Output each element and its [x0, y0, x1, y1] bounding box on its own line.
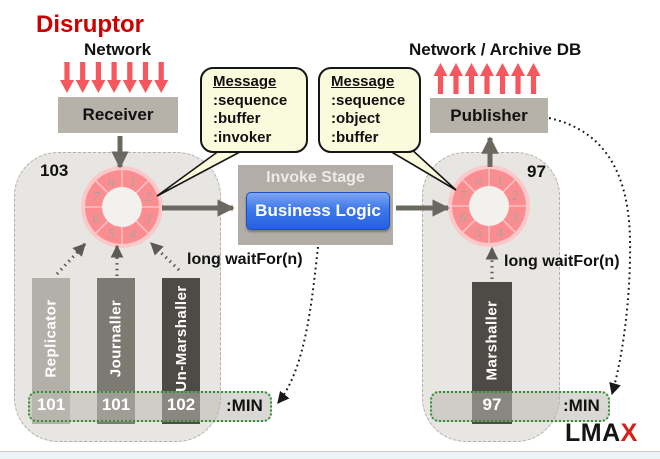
callout-1-title: Message — [213, 73, 277, 90]
left-sequence-counter: 103 — [40, 161, 69, 180]
page-title: Disruptor — [36, 11, 144, 38]
marshaller-sequence: 97 — [482, 395, 502, 414]
lmax-logo-black: LMA — [565, 419, 621, 447]
journaller-sequence: 101 — [101, 395, 131, 414]
network-out-label: Network / Archive DB — [409, 40, 582, 59]
lmax-logo: LMAX — [565, 419, 638, 448]
lmax-logo-x: X — [620, 419, 638, 447]
invoke-stage-label: Invoke Stage — [266, 169, 365, 186]
journaller-label: Journaller — [107, 299, 125, 377]
unmarshaller-label: Un-Marshaller — [172, 284, 190, 392]
publisher-box: Publisher — [430, 98, 548, 133]
network-out-arrows — [433, 63, 541, 94]
message-callout-1: Message :sequence :buffer :invoker — [200, 67, 308, 153]
callout-2-title: Message — [331, 73, 395, 90]
callout-2-line-3: :buffer — [331, 128, 379, 146]
unmarshaller-sequence: 102 — [166, 395, 196, 414]
network-in-label: Network — [84, 40, 152, 59]
callout-1-line-2: :buffer — [213, 110, 261, 127]
right-sequence-counter: 97 — [527, 162, 546, 181]
callout-2-line-1: :sequence — [331, 91, 406, 109]
callout-2-line-2: :object — [331, 110, 381, 127]
slide-bottom-edge — [0, 451, 660, 459]
marshaller-label: Marshaller — [483, 299, 501, 381]
min-label-left: :MIN — [226, 396, 263, 415]
callout-1-line-3: :invoker — [213, 128, 272, 146]
replicator-label: Replicator — [42, 298, 60, 378]
min-sequence-bar-right — [430, 391, 610, 422]
bizlogic-to-min-curve — [277, 246, 319, 404]
replicator-sequence: 101 — [36, 395, 66, 414]
network-in-arrows — [60, 62, 169, 93]
business-logic-box: Business Logic — [246, 192, 390, 230]
callout-1-line-1: :sequence — [213, 91, 288, 109]
message-callout-2: Message :sequence :object :buffer — [318, 67, 421, 153]
wait-for-label-right: long waitFor(n) — [504, 253, 620, 270]
min-sequence-bar-left — [28, 391, 272, 422]
wait-for-label-left: long waitFor(n) — [187, 251, 303, 268]
min-label-right: :MIN — [563, 396, 600, 415]
receiver-box: Receiver — [58, 97, 178, 133]
